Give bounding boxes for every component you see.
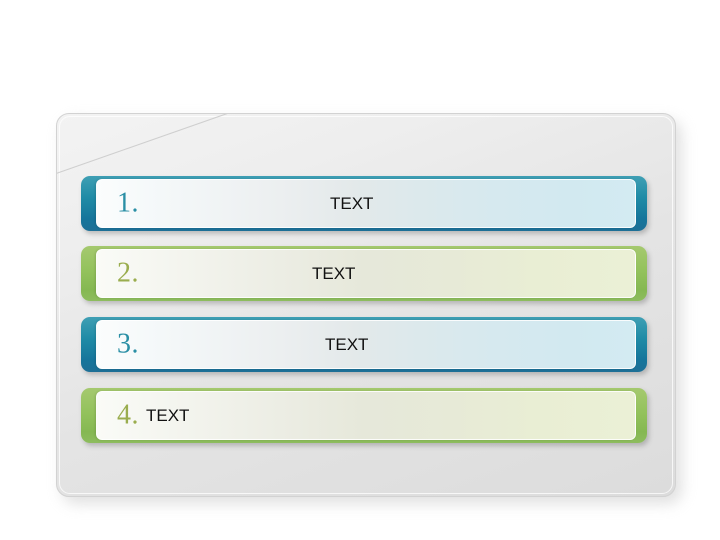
list-item-number: 3. [117, 327, 139, 359]
list-item-panel: 4. TEXT [96, 391, 636, 440]
list-item-number: 1. [117, 186, 139, 218]
list-item-panel: 1. TEXT [96, 179, 636, 228]
list-item[interactable]: 2. TEXT [81, 246, 647, 301]
list-item-label: TEXT [330, 193, 374, 213]
list-item-panel: 3. TEXT [96, 320, 636, 369]
list-item-panel: 2. TEXT [96, 249, 636, 298]
numbered-list: 1. TEXT 2. TEXT 3. TEXT 4. TEXT [57, 114, 675, 496]
list-item[interactable]: 4. TEXT [81, 388, 647, 443]
list-item-label: TEXT [312, 263, 356, 283]
list-item[interactable]: 3. TEXT [81, 317, 647, 372]
list-item[interactable]: 1. TEXT [81, 176, 647, 231]
content-card: 1. TEXT 2. TEXT 3. TEXT 4. TEXT [56, 113, 676, 497]
list-item-label: TEXT [146, 405, 190, 425]
list-item-number: 4. [117, 398, 139, 430]
list-item-label: TEXT [325, 334, 369, 354]
list-item-number: 2. [117, 256, 139, 288]
